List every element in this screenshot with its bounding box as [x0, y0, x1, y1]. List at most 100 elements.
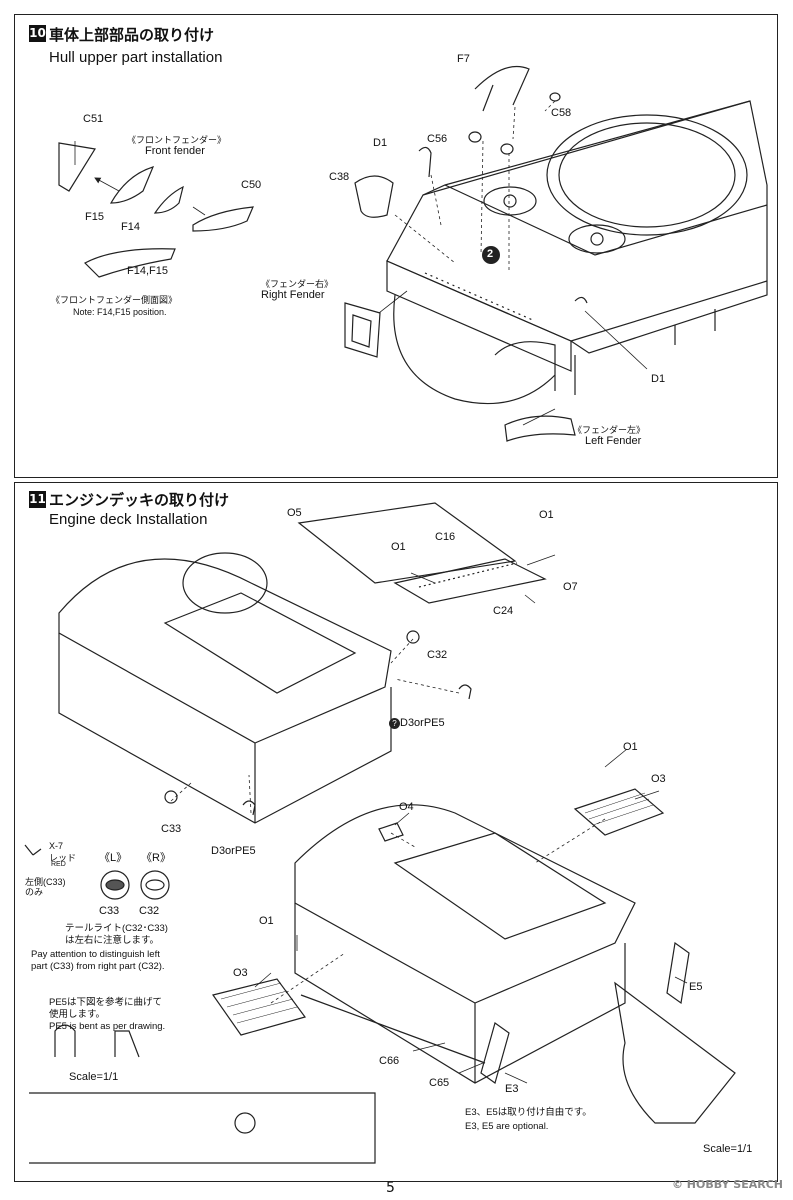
step-marker-2: 2: [487, 248, 494, 260]
o3-right-grille: [573, 788, 665, 836]
l-mark: 《L》: [99, 852, 128, 864]
label-o1-c: O1: [623, 741, 638, 753]
d3-pe5-part-b: [242, 800, 256, 816]
left-fender-jp: 《フェンダー左》: [573, 425, 646, 435]
right-fender-jp: 《フェンダー右》: [261, 279, 334, 289]
step-10-title-jp: 車体上部部品の取り付け: [49, 26, 215, 44]
page-number: 5: [386, 1180, 395, 1196]
label-o1-a: O1: [539, 509, 554, 521]
taillight-note-jp-1: テールライト(C32･C33): [65, 923, 168, 934]
front-fender-jp: 《フロントフェンダー》: [127, 135, 227, 145]
label-d1-bottom: D1: [651, 373, 666, 385]
d3-pe5-part-a: [458, 684, 472, 700]
bow-armor: [393, 294, 556, 405]
label-c58: C58: [551, 107, 572, 119]
paint-brush-icon: [24, 844, 42, 856]
step-11-panel: 11 エンジンデッキの取り付け Engine deck Installation: [14, 482, 778, 1182]
o3-left-grille: [212, 978, 306, 1036]
label-o1-d: O1: [259, 915, 274, 927]
engine-bay-upper: [163, 592, 357, 694]
hatch-left: [483, 186, 537, 216]
upper-hull: [58, 558, 392, 744]
label-c32-top: C32: [427, 649, 448, 661]
r-mark: 《R》: [141, 852, 171, 864]
pe5-bend-b: [114, 1030, 140, 1058]
right-fender: [344, 302, 381, 358]
front-fender-side-note: Note: F14,F15 position.: [73, 307, 167, 317]
label-c56: C56: [427, 133, 448, 145]
c51-part: [58, 142, 96, 192]
label-o1-b: O1: [391, 541, 406, 553]
label-c51: C51: [83, 113, 104, 125]
step-10-title-en: Hull upper part installation: [49, 49, 223, 66]
taillight-note-en-2: part (C33) from right part (C32).: [31, 961, 165, 972]
label-e3: E3: [505, 1083, 519, 1095]
f14-part: [153, 185, 184, 214]
f15-part: [109, 166, 155, 204]
step-11-title-jp: エンジンデッキの取り付け: [49, 491, 230, 509]
label-d3-pe5-a: ?D3orPE5: [389, 717, 445, 729]
c65-rod: [300, 994, 486, 1064]
d1-bottom-part: [574, 296, 588, 304]
paint-en: RED: [51, 861, 66, 868]
step-marker-circle: [482, 246, 500, 264]
c32-part: [406, 630, 420, 644]
label-c65: C65: [429, 1077, 450, 1089]
label-f15: F15: [85, 211, 104, 223]
c56-part: [468, 131, 482, 143]
hull-outline: [386, 100, 768, 354]
d1-top-part: [418, 146, 432, 178]
pe5-scale-drawing: [29, 1092, 376, 1164]
pe5-note-jp-1: PE5は下図を参考に曲げて: [49, 997, 162, 1008]
engine-deck-drawing: [24, 502, 736, 1164]
label-o7: O7: [563, 581, 578, 593]
watermark: © HOBBY SEARCH: [671, 1178, 783, 1191]
e3-part: [480, 1022, 510, 1084]
left-fender-en: Left Fender: [585, 435, 642, 447]
front-fender-en: Front fender: [145, 145, 205, 157]
right-fender-en: Right Fender: [261, 289, 325, 301]
paint-code: X-7: [49, 841, 64, 851]
step-11-number: 11: [29, 491, 46, 508]
label-c38: C38: [329, 171, 350, 183]
pe5-note-en: PE5 is bent as per drawing.: [49, 1021, 166, 1032]
label-o5: O5: [287, 507, 302, 519]
e3-inset-drawing: [614, 981, 736, 1124]
taillight-r: [140, 870, 170, 900]
engine-bay-lower: [393, 832, 607, 940]
c50-part: [192, 206, 254, 232]
label-f14-f15: F14,F15: [127, 265, 168, 277]
c33-taillight-label: C33: [99, 905, 120, 917]
pe5-bend-a: [54, 1024, 76, 1057]
taillight-note-jp-2: は左右に注意します。: [65, 935, 160, 946]
c38-part: [354, 175, 394, 218]
o7-plate: [393, 558, 547, 604]
step-10-number: 10: [29, 25, 46, 42]
optional-icon: ?: [389, 717, 400, 729]
label-o3-left: O3: [233, 967, 248, 979]
step-10-panel: 10 車体上部部品の取り付け Hull upper part installat…: [14, 14, 778, 478]
label-e5: E5: [689, 981, 703, 993]
left-only-jp-1: 左側(C33): [25, 877, 66, 887]
label-o4: O4: [399, 801, 414, 813]
o5-plate: [297, 502, 517, 584]
turret-ring: [546, 114, 748, 236]
label-d1-top: D1: [373, 137, 388, 149]
hatch-right: [568, 224, 626, 254]
paint-jp: レッド: [49, 853, 77, 863]
left-only-jp-2: のみ: [25, 887, 44, 897]
scale-left: Scale=1/1: [69, 1071, 119, 1083]
c33-part: [164, 790, 178, 804]
front-fender-side: [84, 248, 176, 278]
e5-part: [666, 941, 690, 1005]
optional-note-en: E3, E5 are optional.: [465, 1121, 549, 1132]
label-c66: C66: [379, 1055, 400, 1067]
label-o3-right: O3: [651, 773, 666, 785]
scale-right: Scale=1/1: [703, 1143, 753, 1155]
optional-note-jp: E3、E5は取り付け自由です。: [465, 1107, 592, 1118]
step-11-title-en: Engine deck Installation: [49, 511, 208, 528]
left-fender: [504, 415, 576, 442]
label-f14: F14: [121, 221, 140, 233]
label-c16: C16: [435, 531, 456, 543]
c58-part: [549, 92, 561, 102]
